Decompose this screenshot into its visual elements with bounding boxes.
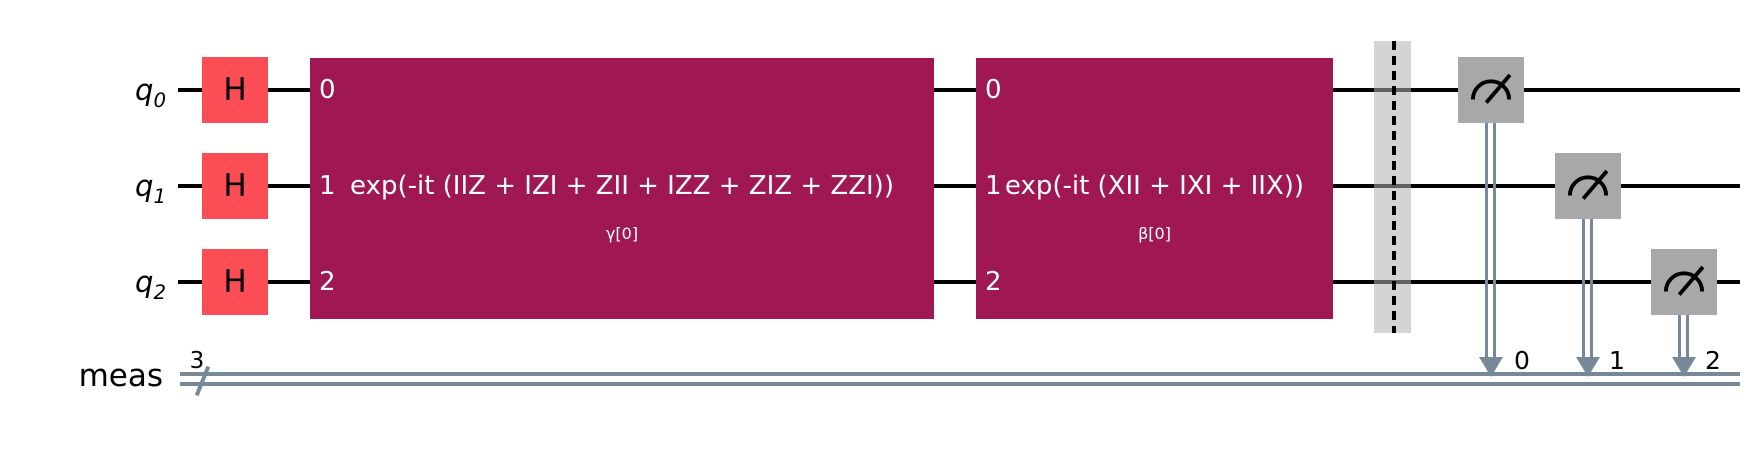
h-gate-label: H [223,168,247,204]
measure-classical-line-q0 [1485,123,1496,357]
h-gate-q0: H [202,57,268,123]
classical-register-size: 3 [189,348,205,374]
qubit-wire-q2 [178,280,1740,284]
pauli-evolution-gate-beta: 0 1 2 exp(-it (XII + IXI + IIX)) β[0] [976,58,1333,319]
gate-port-2: 2 [985,267,1002,297]
pauli-evolution-gate-gamma: 0 1 2 exp(-it (IIZ + IZI + ZII + IZZ + Z… [310,58,934,319]
qubit-index: 2 [153,280,166,304]
qubit-name: q [135,169,154,203]
gate-label: exp(-it (XII + IXI + IIX)) [1004,171,1305,201]
qubit-label-q0: q0 [40,70,166,112]
gate-port-0: 0 [319,75,336,105]
qubit-wire-q1 [178,184,1740,188]
measure-arrowhead-q1 [1576,357,1600,377]
h-gate-q1: H [202,153,268,219]
measure-gate-q1 [1555,153,1621,219]
meter-icon [1470,73,1512,104]
qubit-name: q [135,265,154,299]
h-gate-label: H [223,264,247,300]
gate-port-1: 1 [985,171,1002,201]
measure-target-bit-0: 0 [1514,346,1530,375]
qubit-label-q2: q2 [40,262,166,304]
classical-wire-bottom-line [180,382,1740,386]
classical-wire-top-line [180,372,1740,376]
measure-arrowhead-q2 [1672,357,1696,377]
gate-port-0: 0 [985,75,1002,105]
gate-port-2: 2 [319,267,336,297]
qubit-name: q [135,73,154,107]
measure-classical-line-q2 [1678,315,1689,357]
h-gate-label: H [223,72,247,108]
measure-target-bit-1: 1 [1609,346,1625,375]
qubit-wire-q0 [178,88,1740,92]
gate-parameter: γ[0] [605,224,639,243]
meter-icon [1567,169,1609,200]
qubit-label-q1: q1 [40,166,166,208]
measure-arrowhead-q0 [1479,357,1503,377]
gate-port-1: 1 [319,171,336,201]
gate-label: exp(-it (IIZ + IZI + ZII + IZZ + ZIZ + Z… [350,171,894,201]
gate-parameter: β[0] [1138,224,1171,243]
classical-register-label: meas [78,358,163,394]
measure-gate-q0 [1458,57,1524,123]
measure-target-bit-2: 2 [1705,346,1721,375]
qubit-index: 1 [153,184,166,208]
h-gate-q2: H [202,249,268,315]
measure-classical-line-q1 [1582,219,1593,357]
measure-gate-q2 [1651,249,1717,315]
meter-icon [1663,265,1705,296]
qubit-index: 0 [153,88,166,112]
barrier-dashed-line [1392,41,1396,333]
